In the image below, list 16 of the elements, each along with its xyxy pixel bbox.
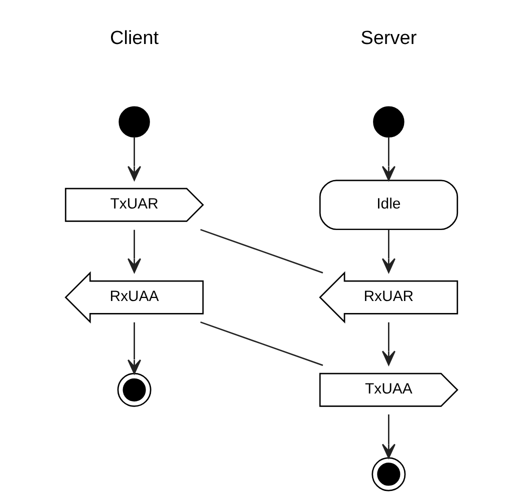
- arrow: [128, 322, 142, 374]
- node-bullseye: [372, 456, 406, 491]
- node-circle: [373, 106, 404, 138]
- arrow: [382, 229, 396, 272]
- arrow: [382, 322, 396, 365]
- arrow: [382, 414, 396, 458]
- arrow: [128, 136, 142, 180]
- node-bullseye: [117, 372, 152, 406]
- label: Server: [360, 27, 417, 48]
- node-circle: [118, 106, 150, 138]
- arrow: [128, 229, 142, 272]
- connector: [200, 320, 324, 366]
- arrow: [382, 136, 396, 180]
- node-box: Idle: [319, 179, 458, 230]
- label: Client: [110, 27, 159, 48]
- connector: [200, 228, 324, 273]
